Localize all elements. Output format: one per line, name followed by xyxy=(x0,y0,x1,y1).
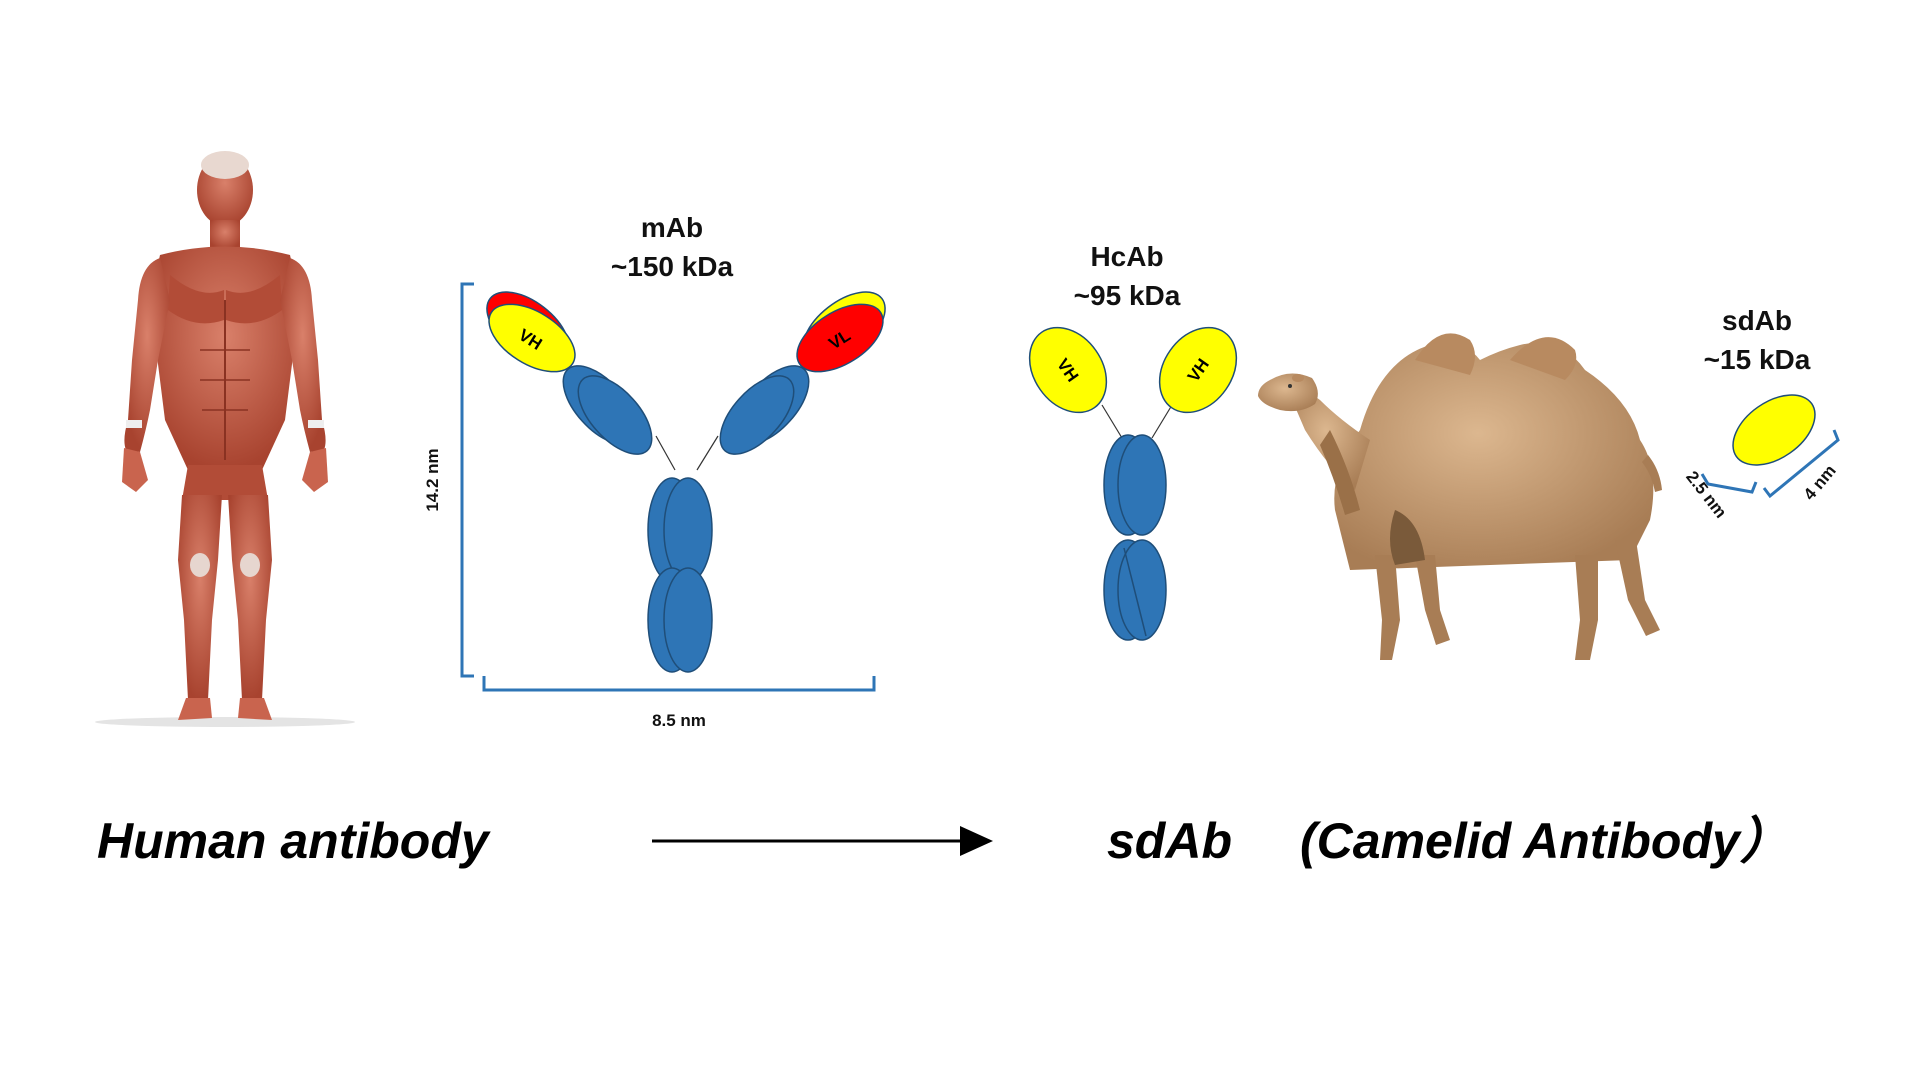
caption-human-antibody: Human antibody xyxy=(97,813,491,869)
sdab-mass: ~15 kDa xyxy=(1704,344,1811,375)
mab-height-bracket xyxy=(460,282,474,678)
mab-mass: ~150 kDa xyxy=(611,251,734,282)
caption-camelid-antibody: (Camelid Antibody） xyxy=(1300,813,1790,869)
sdab-diagram: sdAb ~15 kDa 2.5 nm 4 nm xyxy=(1682,305,1840,522)
mab-width-label: 8.5 nm xyxy=(652,711,706,730)
sdab-name: sdAb xyxy=(1722,305,1792,336)
human-muscle-figure-icon xyxy=(95,151,355,727)
mab-name: mAb xyxy=(641,212,703,243)
mab-right-fab-constant xyxy=(719,365,810,455)
mab-height-label: 14.2 nm xyxy=(423,448,442,511)
mab-left-fab-constant xyxy=(562,365,653,455)
mab-right-variable-domains: VL xyxy=(796,291,886,373)
hcab-right-vh: VH xyxy=(1158,326,1238,414)
bactrian-camel-icon xyxy=(1258,333,1662,660)
sdab-long-bracket xyxy=(1762,429,1840,499)
mab-diagram: mAb ~150 kDa VH xyxy=(423,212,886,730)
mab-fc-region xyxy=(647,477,713,673)
sdab-short-bracket xyxy=(1700,473,1758,494)
hcab-mass: ~95 kDa xyxy=(1074,280,1181,311)
caption-sdab: sdAb xyxy=(1107,813,1232,869)
hcab-name: HcAb xyxy=(1090,241,1163,272)
sdab-domain xyxy=(1732,394,1816,466)
hcab-diagram: HcAb ~95 kDa VH VH xyxy=(1028,241,1238,641)
mab-left-variable-domains: VH xyxy=(486,291,576,373)
hcab-left-vh: VH xyxy=(1028,326,1108,414)
mab-width-bracket xyxy=(482,676,876,692)
hcab-fc-region xyxy=(1103,434,1167,641)
sdab-dim-a: 2.5 nm xyxy=(1682,468,1730,522)
